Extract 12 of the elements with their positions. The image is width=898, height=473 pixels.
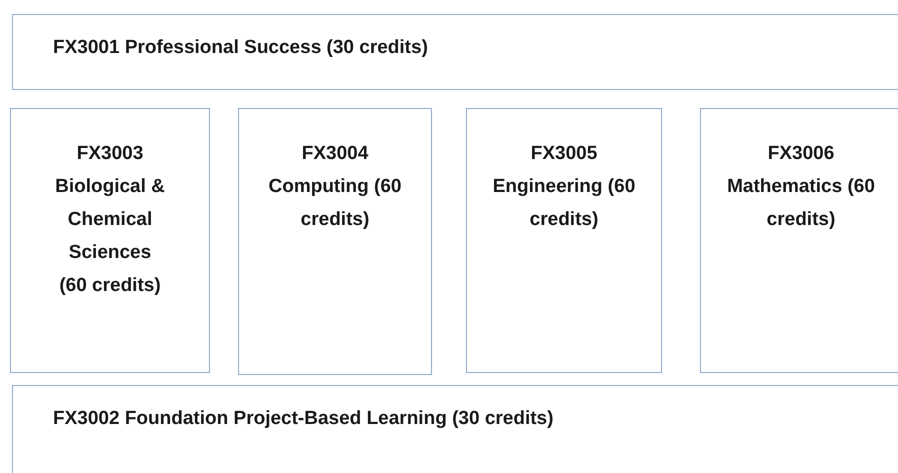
module-band [12, 385, 898, 473]
module-label: FX3002 Foundation Project-Based Learning (30 credits) [53, 407, 554, 431]
module-box [466, 108, 662, 373]
module-label: FX3005 Engineering (60 credits) [492, 142, 636, 232]
module-label: FX3003 Biological & Chemical Sciences (60 credits) [54, 142, 166, 298]
module-band [12, 14, 898, 90]
module-label: FX3004 Computing (60 credits) [268, 142, 402, 232]
module-box [700, 108, 898, 373]
module-box [10, 108, 210, 373]
module-label: FX3006 Mathematics (60 credits) [726, 142, 876, 232]
module-box [238, 108, 432, 375]
module-label: FX3001 Professional Success (30 credits) [53, 36, 429, 60]
